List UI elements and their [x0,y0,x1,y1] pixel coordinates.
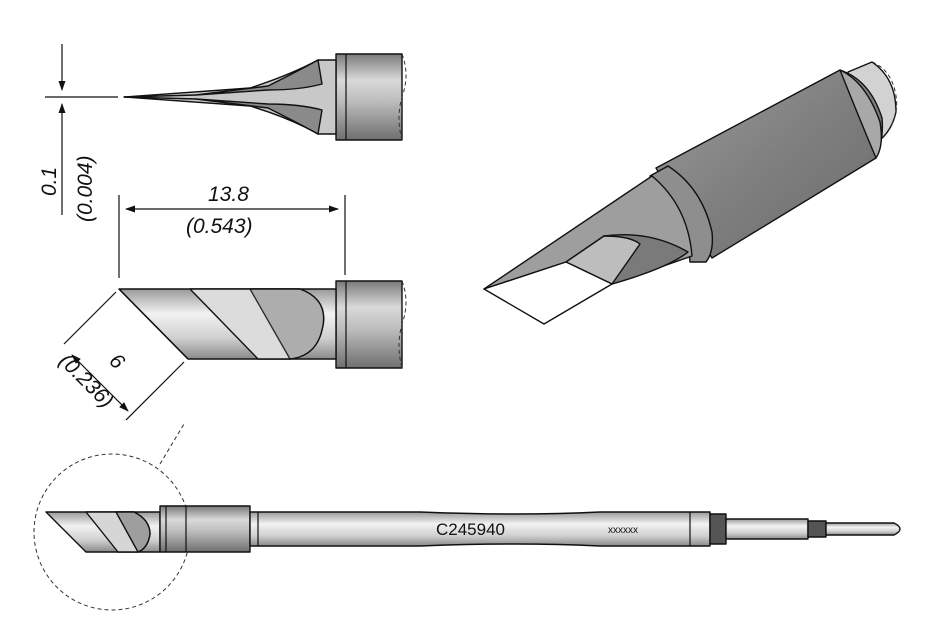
tip-blade-hollow [115,511,151,553]
tip-band-1 [709,513,727,545]
tip-pin [825,522,901,536]
edge-view-break [398,53,407,141]
part-number: C245940 [436,520,505,539]
isometric-view [483,61,898,325]
width-line-lower [99,382,129,412]
thickness-in-label: (0.004) [74,155,97,222]
length-dimension: 13.8 (0.543) [118,183,346,278]
face-view [118,280,407,369]
iso-sleeve-end [839,69,883,159]
part-code: xxxxxx [608,525,638,536]
edge-view-upper-flat [195,59,323,96]
length-in-label: (0.543) [186,215,253,238]
length-mm-label: 13.8 [208,183,249,206]
iso-break [871,61,898,141]
thickness-dimension: 0.1 (0.004) [38,44,118,222]
face-view-hollow [249,288,325,360]
width-ext-bottom [125,361,185,421]
width-line [71,354,101,384]
full-tip-view: C245940 xxxxxx [33,423,901,611]
face-view-break [398,280,407,369]
width-in-label: (0.236) [54,349,117,412]
face-view-bevel [118,288,189,360]
width-mm-label: 6 [104,349,129,374]
tip-band-2 [807,520,827,538]
edge-view-ridge [123,94,197,100]
width-ext-top [63,291,117,345]
thickness-mm-label: 0.1 [38,167,61,196]
tip-heater-section [725,518,809,540]
detail-leader [159,423,185,465]
tip-sleeve [159,505,251,553]
tip-shaft [249,511,711,547]
edge-view-lower-flat [195,98,323,135]
iso-cutting-face [483,261,613,325]
edge-view [123,53,407,141]
iso-blade-highlight [565,235,641,285]
